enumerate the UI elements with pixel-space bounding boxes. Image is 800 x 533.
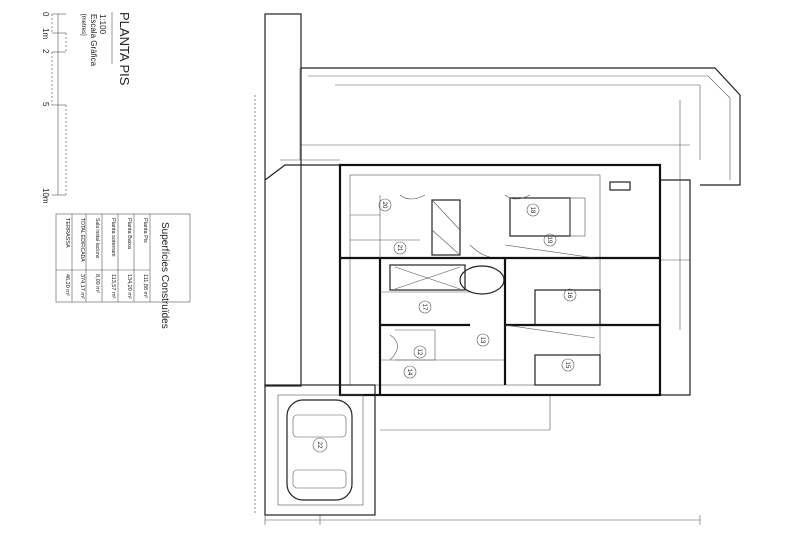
area-row-value: 113,57 m²: [110, 274, 116, 299]
scale-units: [metres]: [80, 14, 86, 36]
svg-text:16: 16: [566, 292, 572, 299]
svg-text:21: 21: [396, 245, 402, 252]
svg-text:12: 12: [416, 349, 422, 356]
svg-text:20: 20: [381, 202, 387, 209]
area-row-label: TERRASSA: [64, 218, 70, 248]
area-row-label: Planta soterrani: [110, 218, 116, 257]
house-walls: [338, 163, 662, 397]
room-label: 17: [418, 300, 432, 314]
scale-tick: 1m: [41, 28, 50, 39]
scale-tick: 2: [41, 49, 50, 54]
scale-tick: 0: [41, 12, 50, 17]
title-block: PLANTA PIS 1:100 Escala Gràfica [metres]…: [41, 12, 132, 204]
svg-text:13: 13: [479, 337, 485, 344]
room-labels: 18 19 20 21 16 17 13 12 14 15: [378, 198, 577, 379]
area-row-label: TOTAL EDIFICADA: [79, 218, 85, 262]
svg-text:14: 14: [406, 369, 412, 376]
graphic-scale-bar: 0 1m 2 5 10m: [41, 12, 67, 204]
area-row-label: Planta Baixa: [126, 218, 132, 250]
garage: 22: [264, 384, 376, 516]
scale-label: Escala Gràfica: [89, 14, 98, 67]
svg-text:15: 15: [564, 362, 570, 369]
scale-tick: 10m: [41, 188, 50, 204]
room-label: 22: [316, 442, 322, 449]
car-icon: [286, 399, 353, 501]
areas-table-title: Superfícies Construïdes: [159, 222, 170, 329]
room-label: 18: [526, 203, 540, 217]
room-label: 12: [413, 345, 427, 359]
area-row-label: Planta Pis: [142, 218, 148, 243]
svg-text:17: 17: [421, 304, 427, 311]
area-row-value: 374,17 m²: [79, 274, 85, 299]
svg-text:18: 18: [529, 207, 535, 214]
area-row-value: 111,88 m²: [142, 274, 148, 298]
plan-title: PLANTA PIS: [117, 12, 132, 86]
room-label: 15: [561, 358, 575, 372]
room-label: 16: [563, 288, 577, 302]
svg-text:19: 19: [546, 237, 552, 244]
room-label: 19: [543, 233, 557, 247]
site-outline: [254, 13, 741, 525]
area-row-value: 8,00 m²: [94, 274, 100, 293]
scale-tick: 5: [41, 102, 50, 107]
room-label: 21: [393, 241, 407, 255]
scale-ratio: 1:100: [98, 14, 107, 35]
room-label: 14: [403, 365, 417, 379]
room-label: 13: [476, 333, 490, 347]
area-row-value: 134,20 m²: [126, 274, 132, 299]
area-row-value: 46,20 m²: [64, 274, 70, 296]
room-label: 20: [378, 198, 392, 212]
area-row-label: Sala instal·lacions: [94, 218, 100, 259]
areas-table: Superfícies Construïdes Planta Pis 111,8…: [55, 213, 191, 329]
